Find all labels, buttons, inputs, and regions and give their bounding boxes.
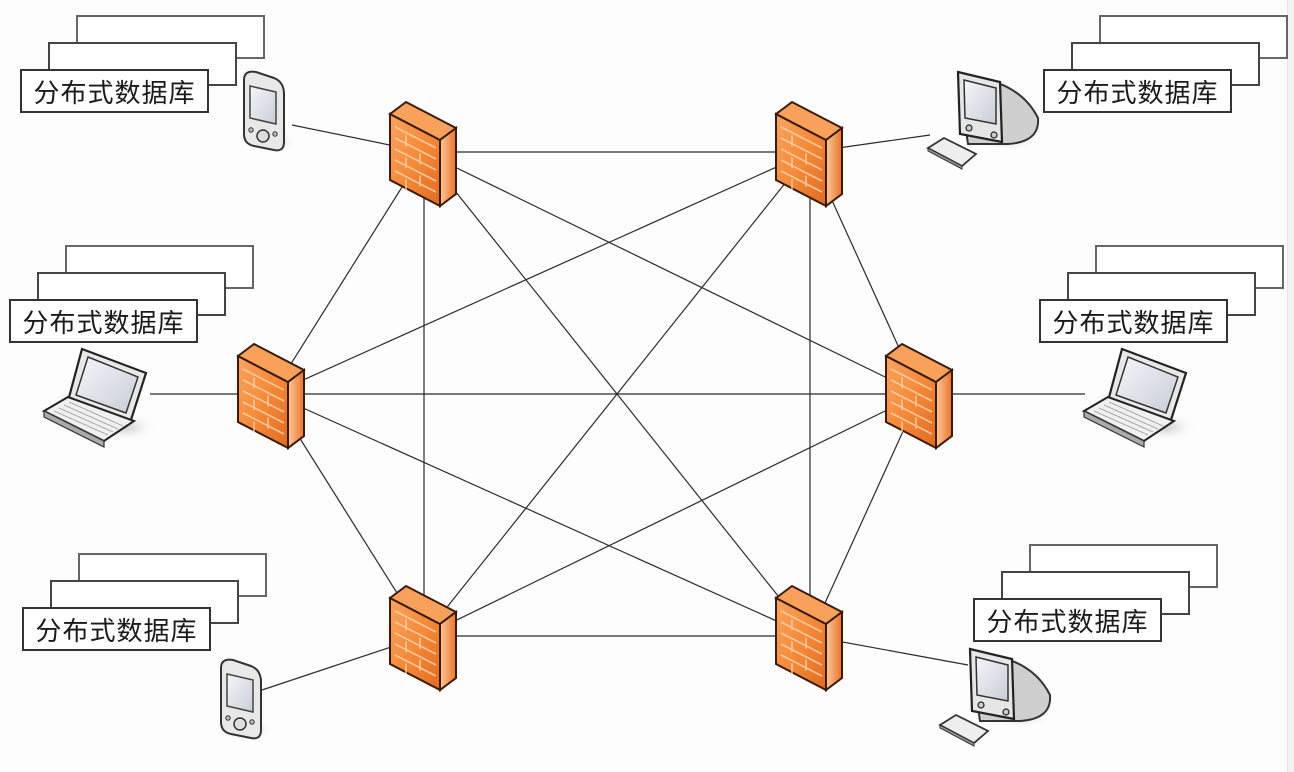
mesh-link-fw-top-left-to-fw-mid-right [423,151,921,395]
brick-pattern [394,610,437,677]
mesh-link-fw-top-left-to-fw-mid-left [271,151,425,395]
pda-key [225,715,231,721]
firewall-icon[interactable] [388,584,458,692]
db-label: 分布式数据库 [20,69,209,113]
brick-pattern [780,126,823,193]
keyboard-edge [927,147,963,170]
pda-button [256,129,270,143]
db-label: 分布式数据库 [973,598,1162,642]
db-stack-mid-left: 分布式数据库 [9,245,254,343]
mesh-link-fw-top-right-to-fw-mid-left [271,151,811,395]
monitor-knob [1002,708,1010,716]
firewall-side [439,610,457,692]
pda-icon[interactable] [243,70,296,154]
laptop-icon[interactable] [1081,347,1196,448]
firewall-side [439,126,457,208]
firewall-icon[interactable] [774,584,844,692]
keyboard-edge [939,724,975,747]
client-bottom-right[interactable] [938,647,1052,747]
brick-pattern [890,368,933,435]
keyboard-keys [53,401,124,436]
pda-key [248,127,254,133]
firewall-icon[interactable] [774,100,844,208]
monitor-knob [965,124,973,132]
laptop-edge [43,410,105,448]
db-label: 分布式数据库 [9,299,198,343]
mesh-link-fw-mid-right-to-fw-bottom-left [423,393,921,637]
firewall-icon[interactable] [388,100,458,208]
firewall-side [935,368,953,450]
brick-pattern [780,610,823,677]
db-stack-top-left: 分布式数据库 [20,15,265,113]
db-label: 分布式数据库 [1043,69,1232,113]
pda-screen [249,85,277,125]
desktop-computer-icon[interactable] [926,70,1040,170]
db-label: 分布式数据库 [1039,299,1228,343]
clients-layer [41,70,1196,747]
client-top-left[interactable] [243,70,296,154]
db-stack-bottom-right: 分布式数据库 [973,544,1218,642]
brick-pattern [394,126,437,193]
firewall-side [825,126,843,208]
db-stack-mid-right: 分布式数据库 [1039,245,1284,343]
client-bottom-left[interactable] [220,658,273,742]
firewall-side [287,368,305,450]
db-stack-bottom-left: 分布式数据库 [22,553,267,651]
pda-key [272,131,278,137]
firewall-side [825,610,843,692]
monitor-knob [990,131,998,139]
links-layer [150,124,1085,691]
pda-button [233,717,247,731]
pda-key [249,719,255,725]
mesh-link-fw-mid-left-to-fw-bottom-right [271,393,811,637]
monitor-knob [977,701,985,709]
laptop-edge [1083,410,1145,448]
client-mid-right[interactable] [1081,347,1196,448]
client-top-right[interactable] [926,70,1040,170]
monitor-screen [975,656,1009,702]
laptop-screen [75,356,139,414]
mesh-link-fw-mid-right-to-fw-bottom-right [809,393,921,637]
pda-icon[interactable] [220,658,273,742]
db-stack-top-right: 分布式数据库 [1043,15,1288,113]
desktop-computer-icon[interactable] [938,647,1052,747]
page-edge [1287,0,1294,772]
laptop-icon[interactable] [41,347,156,448]
keyboard-keys [1093,401,1164,436]
laptop-screen [1115,356,1179,414]
client-mid-left[interactable] [41,347,156,448]
db-label: 分布式数据库 [22,607,211,651]
brick-pattern [242,368,285,435]
firewall-icon[interactable] [884,342,954,450]
firewall-icon[interactable] [236,342,306,450]
pda-screen [226,673,254,713]
firewalls-layer [236,100,954,692]
monitor-screen [963,79,997,125]
